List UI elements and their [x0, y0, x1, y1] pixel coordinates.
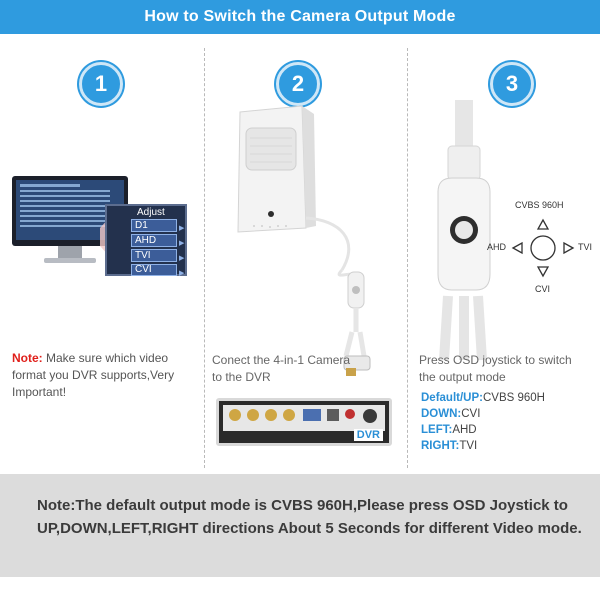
- osd-joystick-cable-illustration: [437, 100, 491, 361]
- label-down: CVI: [535, 284, 551, 294]
- mapping-key: Default/UP:: [421, 392, 483, 404]
- label-right: TVI: [578, 242, 593, 252]
- dvr-rear-panel: [223, 405, 385, 431]
- column-divider: [407, 48, 408, 468]
- menu-item-tvi: TVI: [131, 249, 177, 262]
- page-title: How to Switch the Camera Output Mode: [144, 8, 456, 25]
- output-mode-mapping-list: Default/UP:CVBS 960H DOWN:CVI LEFT:AHD R…: [421, 390, 545, 454]
- dvr-adjust-menu: Adjust D1 AHD TVI CVI ▶▶▶▶: [105, 204, 187, 277]
- step1-note: Note: Make sure which video format you D…: [12, 350, 192, 401]
- label-left: AHD: [487, 242, 507, 252]
- menu-title: Adjust: [137, 207, 165, 218]
- footer-note-panel: Note:The default output mode is CVBS 960…: [0, 474, 600, 577]
- mapping-value: TVI: [459, 440, 478, 452]
- title-banner: How to Switch the Camera Output Mode: [0, 0, 600, 34]
- mapping-row: Default/UP:CVBS 960H: [421, 390, 545, 406]
- step3-text: Press OSD joystick to switch the output …: [419, 353, 572, 384]
- menu-item-label: D1: [135, 220, 148, 231]
- note-text: Make sure which video format you DVR sup…: [12, 351, 175, 399]
- pir-camera-illustration: [237, 105, 371, 376]
- joystick-arrows-icon: [511, 218, 575, 278]
- menu-item-d1: D1: [131, 219, 177, 232]
- mapping-value: CVI: [461, 408, 481, 420]
- dvr-unit: DVR: [216, 398, 392, 446]
- step2-text: Conect the 4-in-1 Camera to the DVR: [212, 353, 351, 384]
- step-number-3: 3: [490, 62, 534, 106]
- menu-arrow-icons: ▶▶▶▶: [179, 225, 185, 277]
- mapping-value: AHD: [452, 424, 477, 436]
- menu-item-ahd: AHD: [131, 234, 177, 247]
- mapping-key: DOWN:: [421, 408, 462, 420]
- mapping-value: CVBS 960H: [482, 392, 545, 404]
- step-number-1: 1: [79, 62, 123, 106]
- note-prefix: Note:: [12, 351, 43, 365]
- menu-item-cvi: CVI: [131, 264, 177, 276]
- label-up: CVBS 960H: [515, 200, 564, 210]
- dvr-label: DVR: [353, 429, 383, 441]
- column-divider: [204, 48, 205, 468]
- footer-note: Note:The default output mode is CVBS 960…: [37, 497, 582, 537]
- mapping-row: RIGHT:TVI: [421, 438, 545, 454]
- joystick-direction-diagram: CVBS 960H AHD TVI CVI: [485, 200, 600, 300]
- mapping-row: LEFT:AHD: [421, 422, 545, 438]
- mapping-key: LEFT:: [421, 424, 453, 436]
- menu-item-label: TVI: [135, 250, 151, 261]
- mapping-row: DOWN:CVI: [421, 406, 545, 422]
- menu-item-label: AHD: [135, 235, 157, 246]
- menu-item-label: CVI: [135, 264, 152, 275]
- mapping-key: RIGHT:: [421, 440, 460, 452]
- step-number-2: 2: [276, 62, 320, 106]
